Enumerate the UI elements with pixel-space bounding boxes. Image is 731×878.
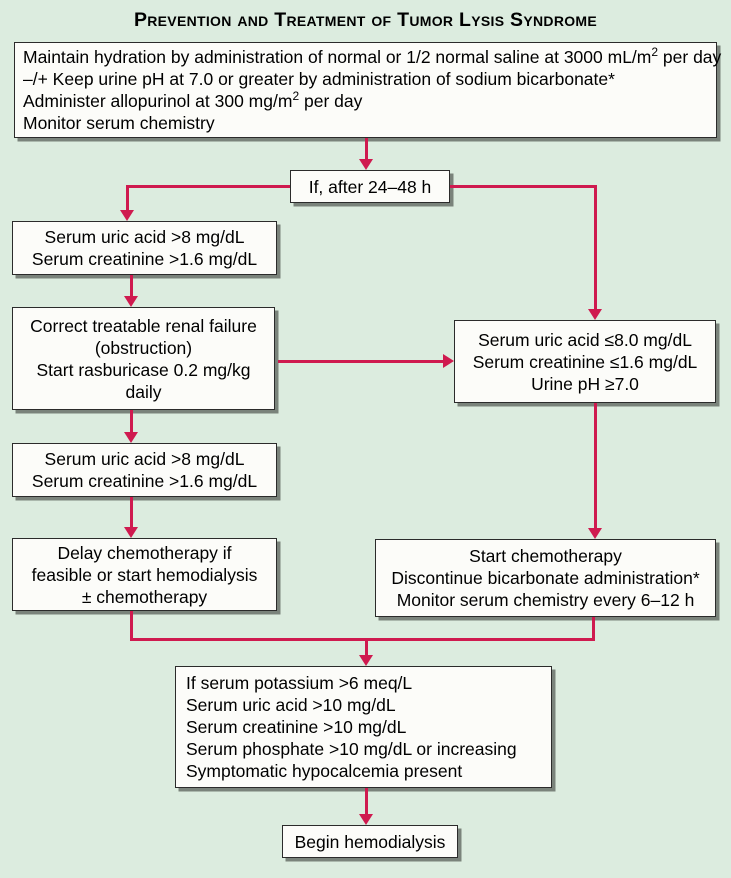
- protocol-line-1-tail: per day: [658, 47, 722, 67]
- criteria-line: Serum uric acid ≤8.0 mg/dL: [478, 329, 692, 350]
- arrowhead-down-icon: [120, 210, 134, 221]
- connector-right-branch-down: [594, 185, 597, 310]
- left-delay-box: Delay chemotherapy if feasible or start …: [12, 538, 277, 611]
- criteria-line: Serum creatinine >1.6 mg/dL: [31, 471, 258, 491]
- right-normal-box: Serum uric acid ≤8.0 mg/dL Serum creatin…: [454, 320, 716, 403]
- connector-criteria-to-hemodialysis: [365, 788, 368, 815]
- connector-decision-left: [127, 185, 290, 188]
- treatment-line: Correct treatable renal failure: [30, 315, 257, 336]
- left-abnormal-1-box: Serum uric acid >8 mg/dL Serum creatinin…: [12, 221, 277, 275]
- criteria-line: Serum phosphate >10 mg/dL or increasing: [186, 739, 517, 759]
- connector-merge-horizontal: [130, 638, 595, 641]
- connector-protocol-to-decision: [365, 138, 368, 160]
- connector-startchemo-to-merge: [592, 617, 595, 641]
- connector-abnormal2-to-delay: [130, 497, 133, 528]
- chemo-line: Discontinue bicarbonate administration*: [391, 568, 700, 588]
- criteria-line: Serum creatinine >1.6 mg/dL: [31, 249, 258, 269]
- arrowhead-down-icon: [588, 309, 602, 320]
- delay-line: Delay chemotherapy if: [57, 542, 232, 563]
- arrowhead-down-icon: [124, 296, 138, 307]
- left-abnormal-2-box: Serum uric acid >8 mg/dL Serum creatinin…: [12, 443, 277, 497]
- criteria-line: Serum uric acid >8 mg/dL: [44, 449, 245, 469]
- protocol-line-3: Administer allopurinol at 300 mg/m2 per …: [23, 90, 362, 112]
- decision-label: If, after 24–48 h: [308, 176, 432, 197]
- arrowhead-down-icon: [359, 159, 373, 170]
- connector-treatment-to-normal: [278, 360, 444, 363]
- arrowhead-down-icon: [588, 528, 602, 539]
- delay-line: feasible or start hemodialysis: [31, 564, 258, 585]
- decision-box: If, after 24–48 h: [290, 170, 450, 203]
- protocol-line-4: Monitor serum chemistry: [23, 113, 215, 133]
- begin-hemodialysis-box: Begin hemodialysis: [282, 825, 458, 858]
- connector-merge-to-criteria: [365, 640, 368, 656]
- criteria-line: Serum uric acid >8 mg/dL: [44, 227, 245, 247]
- arrowhead-down-icon: [124, 527, 138, 538]
- connector-decision-right: [450, 185, 597, 188]
- diagram-title: Prevention and Treatment of Tumor Lysis …: [133, 9, 598, 31]
- criteria-line: Serum creatinine >10 mg/dL: [186, 717, 407, 737]
- criteria-line: Serum creatinine ≤1.6 mg/dL: [472, 351, 698, 372]
- right-start-chemo-box: Start chemotherapy Discontinue bicarbona…: [375, 539, 716, 617]
- protocol-line-1-text: Maintain hydration by administration of …: [23, 47, 652, 67]
- connector-left-branch-down: [126, 185, 129, 211]
- superscript-2: 2: [292, 89, 300, 104]
- criteria-line: If serum potassium >6 meq/L: [186, 673, 413, 693]
- protocol-line-2: –/+ Keep urine pH at 7.0 or greater by a…: [23, 69, 615, 89]
- protocol-line-1: Maintain hydration by administration of …: [23, 46, 721, 68]
- arrowhead-right-icon: [443, 354, 454, 368]
- left-treatment-box: Correct treatable renal failure (obstruc…: [12, 307, 275, 410]
- superscript-2: 2: [651, 45, 659, 60]
- connector-abnormal1-to-treatment: [130, 275, 133, 297]
- treatment-line: daily: [125, 381, 162, 402]
- hemodialysis-criteria-box: If serum potassium >6 meq/L Serum uric a…: [175, 666, 552, 788]
- chemo-line: Start chemotherapy: [469, 546, 622, 566]
- protocol-line-3-text: Administer allopurinol at 300 mg/m: [23, 91, 293, 111]
- delay-line: ± chemotherapy: [81, 586, 208, 607]
- connector-delay-to-merge: [130, 611, 133, 641]
- begin-hemodialysis-label: Begin hemodialysis: [294, 831, 446, 852]
- arrowhead-down-icon: [124, 432, 138, 443]
- criteria-line: Serum uric acid >10 mg/dL: [186, 695, 396, 715]
- connector-normal-to-startchemo: [594, 403, 597, 529]
- criteria-line: Urine pH ≥7.0: [531, 373, 639, 394]
- treatment-line: (obstruction): [94, 337, 193, 358]
- protocol-line-3-tail: per day: [299, 91, 363, 111]
- arrowhead-down-icon: [359, 655, 373, 666]
- criteria-line: Symptomatic hypocalcemia present: [186, 761, 463, 781]
- chemo-line: Monitor serum chemistry every 6–12 h: [396, 590, 695, 610]
- arrowhead-down-icon: [359, 814, 373, 825]
- connector-treatment-to-abnormal2: [130, 410, 133, 433]
- treatment-line: Start rasburicase 0.2 mg/kg: [36, 359, 251, 380]
- protocol-box: Maintain hydration by administration of …: [14, 42, 721, 138]
